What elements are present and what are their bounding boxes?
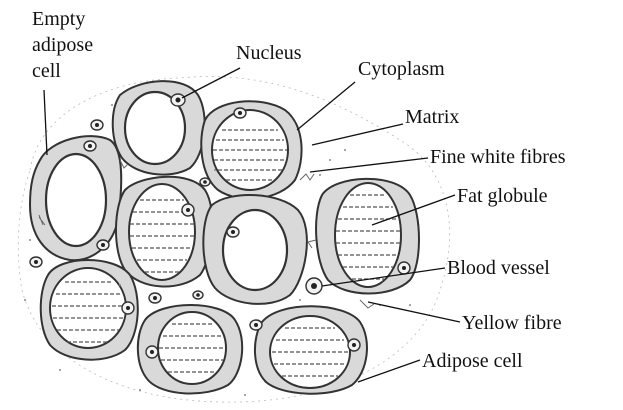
- leader-yellow-fibre: [368, 302, 460, 322]
- empty-adipose-cell-top: [113, 81, 205, 174]
- adipose-cell-bottom-left: [41, 260, 138, 360]
- leader-matrix: [312, 124, 403, 145]
- adipose-cell-right: [316, 179, 419, 294]
- label-empty-line2: adipose: [32, 34, 93, 56]
- label-empty-adipose-cell: Empty adipose cell: [32, 8, 93, 82]
- label-empty-line3: cell: [32, 60, 93, 82]
- adipose-cell-center-left: [116, 177, 212, 287]
- label-yellow-fibre: Yellow fibre: [462, 312, 562, 334]
- leader-fine-white-fibres: [310, 158, 428, 172]
- empty-adipose-cell-center: [203, 195, 307, 304]
- label-adipose-cell: Adipose cell: [422, 350, 523, 372]
- label-nucleus: Nucleus: [236, 42, 302, 64]
- leader-empty-adipose-cell: [44, 90, 47, 155]
- label-cytoplasm: Cytoplasm: [358, 58, 445, 80]
- leader-adipose-cell: [358, 360, 420, 382]
- leader-nucleus: [182, 68, 240, 98]
- label-blood-vessel: Blood vessel: [447, 257, 550, 279]
- adipose-cell-top-right: [201, 101, 301, 198]
- leader-cytoplasm: [297, 82, 355, 130]
- adipose-cell-bottom-right: [255, 306, 367, 393]
- label-fat-globule: Fat globule: [457, 185, 548, 207]
- label-empty-line1: Empty: [32, 8, 93, 30]
- adipose-cell-bottom-center: [138, 305, 242, 394]
- label-matrix: Matrix: [405, 106, 459, 128]
- label-fine-white-fibres: Fine white fibres: [430, 146, 566, 168]
- blood-vessel: [306, 278, 322, 294]
